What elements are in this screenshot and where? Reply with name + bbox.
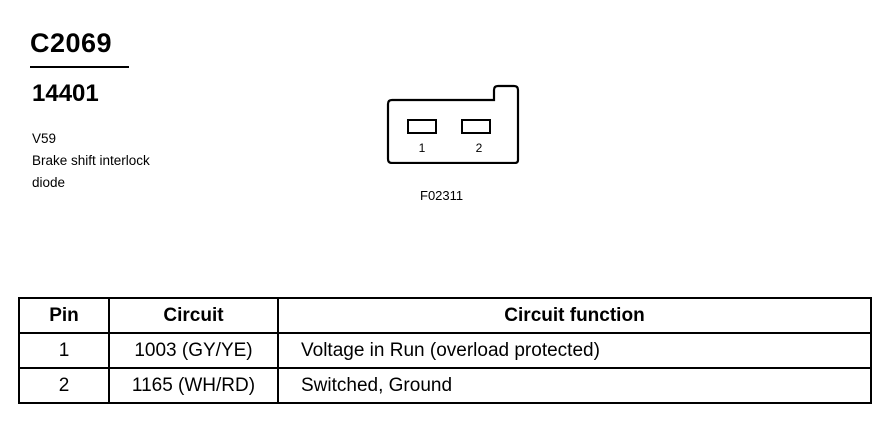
- description-line-2: diode: [32, 175, 66, 190]
- connector-face-diagram: 1 2: [386, 84, 520, 164]
- function-cell: Switched, Ground: [277, 367, 872, 404]
- table-header-row: Pin Circuit Circuit function: [18, 297, 872, 334]
- pin-cell: 1: [18, 332, 110, 369]
- circuit-cell: 1003 (GY/YE): [108, 332, 279, 369]
- connector-outline: [386, 84, 520, 164]
- header-pin: Pin: [18, 297, 110, 334]
- header-circuit: Circuit: [108, 297, 279, 334]
- header-circuit-function: Circuit function: [277, 297, 872, 334]
- description-line-1: Brake shift interlock: [32, 153, 150, 168]
- pin-1-terminal: [407, 119, 437, 134]
- connector-id-underline: [30, 66, 129, 68]
- pin-2-label: 2: [476, 141, 483, 155]
- pin-1-label: 1: [419, 141, 426, 155]
- connector-description: V59 Brake shift interlock diode: [32, 128, 150, 194]
- connector-id: C2069: [30, 28, 113, 58]
- circuit-cell: 1165 (WH/RD): [108, 367, 279, 404]
- pin-2-terminal: [461, 119, 491, 134]
- pin-table: Pin Circuit Circuit function 1 1003 (GY/…: [18, 297, 872, 404]
- part-number: 14401: [32, 80, 99, 107]
- table-row: 1 1003 (GY/YE) Voltage in Run (overload …: [18, 332, 872, 369]
- table-row: 2 1165 (WH/RD) Switched, Ground: [18, 367, 872, 404]
- function-cell: Voltage in Run (overload protected): [277, 332, 872, 369]
- figure-code: F02311: [420, 188, 464, 203]
- pin-cell: 2: [18, 367, 110, 404]
- location-code: V59: [32, 131, 57, 146]
